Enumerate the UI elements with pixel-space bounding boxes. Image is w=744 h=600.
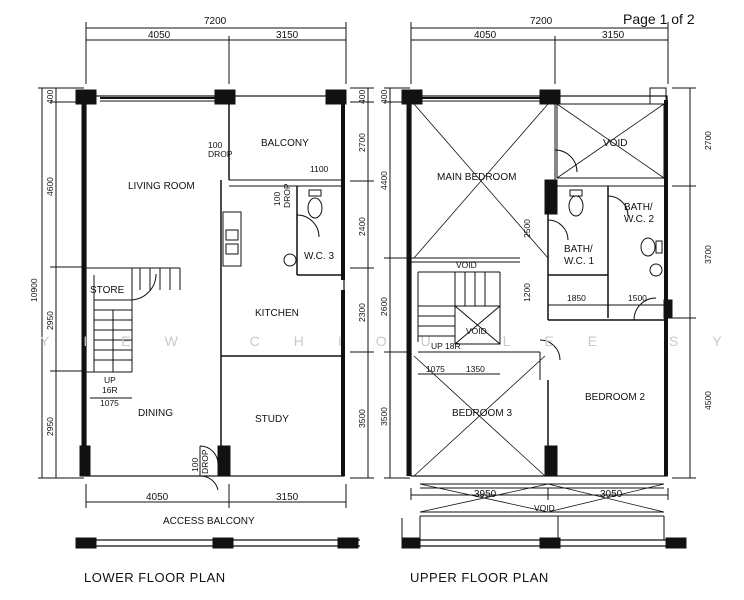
upper-top-right: 3150 (602, 30, 625, 41)
room-store: STORE (90, 285, 125, 296)
lower-right-dim-3: 2400 (357, 217, 367, 236)
lower-right-dim-5: 3500 (357, 409, 367, 428)
upper-left-dim-1: 400 (379, 90, 389, 104)
lower-right-dim-2: 2700 (357, 133, 367, 152)
room-wc3: W.C. 3 (304, 251, 334, 262)
lower-left-dim-2: 4600 (45, 177, 55, 196)
lower-left-dimensions (38, 87, 84, 479)
note-up-18r: UP 18R (431, 341, 461, 351)
note-1350: 1350 (466, 364, 485, 374)
lower-top-dimensions (85, 22, 347, 84)
lower-title: LOWER FLOOR PLAN (84, 570, 226, 585)
room-bath1-line2: W.C. 1 (564, 256, 594, 267)
upper-bottom-dimensions (410, 488, 669, 500)
lower-floor-plan (38, 22, 374, 549)
lower-left-total: 10900 (29, 278, 39, 302)
upper-right-dimensions (672, 87, 696, 479)
upper-right-dim-2: 3700 (703, 245, 713, 264)
upper-top-total: 7200 (530, 16, 553, 27)
room-dining: DINING (138, 408, 173, 419)
upper-floor-plan (384, 22, 696, 549)
lower-left-dim-3: 2950 (45, 311, 55, 330)
note-1500: 1500 (628, 293, 647, 303)
note-drop3-txt: DROP (200, 449, 210, 474)
note-1075u: 1075 (426, 364, 445, 374)
lower-bottom-right: 3150 (276, 492, 299, 503)
note-risers: 16R (102, 385, 118, 395)
room-bath1-line1: BATH/ (564, 244, 593, 255)
room-void-mid: VOID (456, 260, 477, 270)
note-1850: 1850 (567, 293, 586, 303)
upper-bottom-left: 3950 (474, 489, 497, 500)
lower-top-total: 7200 (204, 16, 227, 27)
room-access-balcony: ACCESS BALCONY (163, 516, 255, 527)
upper-staircase (417, 271, 541, 380)
room-bath2-line2: W.C. 2 (624, 214, 654, 225)
lower-bottom-dimensions (85, 484, 347, 508)
note-up: UP (104, 375, 116, 385)
upper-right-dim-1: 2700 (703, 131, 713, 150)
room-bedroom-2: BEDROOM 2 (585, 392, 645, 403)
note-1100: 1100 (310, 164, 329, 174)
upper-labels: 7200 4050 3150 3950 3050 400 4400 2600 3… (379, 16, 713, 585)
lower-bottom-left: 4050 (146, 492, 169, 503)
upper-left-dim-3: 2600 (379, 297, 389, 316)
room-void-top: VOID (603, 138, 627, 149)
note-drop2-num: 100 (272, 192, 282, 206)
upper-left-dim-2: 4400 (379, 171, 389, 190)
room-living: LIVING ROOM (128, 181, 195, 192)
note-1075: 1075 (100, 398, 119, 408)
upper-bottom-right: 3050 (600, 489, 623, 500)
watermark: YIEW CHIOU LEE SYNN (40, 333, 744, 349)
room-bedroom-3: BEDROOM 3 (452, 408, 512, 419)
note-2500: 2500 (522, 219, 532, 238)
upper-top-dimensions (410, 22, 669, 84)
room-void-bottom: VOID (534, 503, 555, 513)
note-drop1-num: 100 (208, 140, 222, 150)
lower-right-dim-4: 2300 (357, 303, 367, 322)
note-drop1-txt: DROP (208, 149, 233, 159)
lower-right-dimensions (350, 87, 374, 479)
room-kitchen: KITCHEN (255, 308, 299, 319)
lower-top-left: 4050 (148, 30, 171, 41)
room-balcony: BALCONY (261, 138, 309, 149)
lower-staircase (86, 267, 181, 399)
lower-top-right: 3150 (276, 30, 299, 41)
room-study: STUDY (255, 414, 289, 425)
note-drop2-txt: DROP (282, 183, 292, 208)
room-main-bedroom: MAIN BEDROOM (437, 172, 516, 183)
upper-left-dim-4: 3500 (379, 407, 389, 426)
upper-right-dim-3: 4500 (703, 391, 713, 410)
room-bath2-line1: BATH/ (624, 202, 653, 213)
upper-title: UPPER FLOOR PLAN (410, 570, 549, 585)
lower-left-dim-4: 2950 (45, 417, 55, 436)
page-indicator: Page 1 of 2 (623, 11, 695, 27)
room-void-stair: VOID (466, 326, 487, 336)
note-drop3-num: 100 (190, 458, 200, 472)
lower-right-dim-1: 400 (357, 90, 367, 104)
lower-left-dim-1: 400 (45, 90, 55, 104)
note-1200: 1200 (522, 283, 532, 302)
lower-labels: 7200 4050 3150 4050 3150 10900 400 4600 … (29, 16, 367, 585)
upper-top-left: 4050 (474, 30, 497, 41)
